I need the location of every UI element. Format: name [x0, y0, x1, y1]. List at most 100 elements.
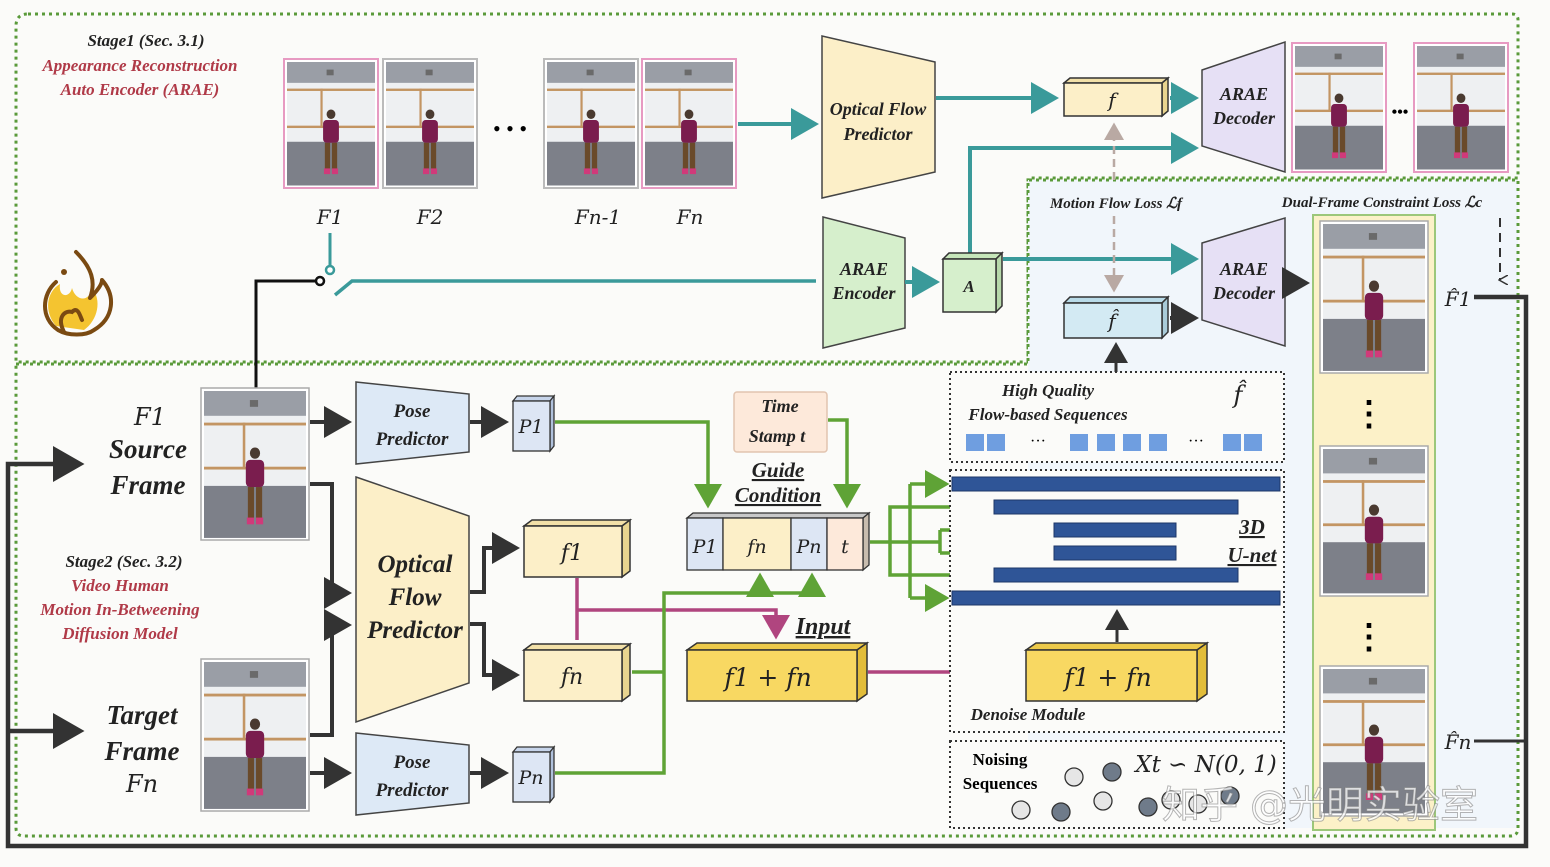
arae-decoder-bottom-label-1: ARAE — [1219, 259, 1268, 279]
pose-feature-pn-label: Pn — [517, 767, 543, 789]
arae-decoder-bottom — [1201, 216, 1286, 348]
source-index: F1 — [133, 403, 166, 431]
pose-predictor-bottom — [355, 732, 470, 816]
stage1-title: Stage1 (Sec. 3.1) — [87, 31, 204, 50]
stage2-ofp-label-2: Flow — [388, 584, 442, 611]
output-f1-hat: F̂1 — [1444, 287, 1472, 311]
frame-f1 — [283, 58, 379, 189]
time-stamp-box — [733, 391, 828, 453]
arae-encoder-label-1: ARAE — [839, 259, 888, 279]
source-label-2: Frame — [109, 470, 185, 500]
guide-cell-p1: P1 — [692, 536, 718, 558]
arae-encoder — [822, 216, 906, 349]
stage2-title: Stage2 (Sec. 3.2) — [65, 552, 182, 571]
pose-predictor-bottom-label-2: Predictor — [375, 780, 449, 801]
arae-decoder-top-label-1: ARAE — [1219, 84, 1268, 104]
stage1-subtitle-1: Appearance Reconstruction — [41, 56, 237, 75]
stage2-subtitle-3: Diffusion Model — [61, 624, 178, 643]
hq-ellipsis-2: ··· — [1188, 433, 1204, 450]
unet-label-2: U-net — [1228, 543, 1278, 567]
fire-icon — [43, 250, 114, 337]
frames-ellipsis: • • • — [493, 116, 527, 141]
noise-samples — [1011, 762, 1240, 822]
guide-cell-pn: Pn — [795, 536, 821, 558]
stage2-ofp-label-3: Predictor — [366, 617, 463, 644]
stage2-region-border — [14, 178, 1520, 838]
output-ellipsis-2: ⋮ — [1352, 619, 1386, 656]
input-sum-label: f1 + fn — [722, 663, 811, 692]
hq-title-2: Flow-based Sequences — [967, 405, 1128, 424]
target-frame-image — [200, 658, 310, 812]
arae-encoder-label-2: Encoder — [832, 283, 897, 303]
noise-formula: Xt ∽ N(0, 1) — [1133, 752, 1276, 778]
dual-frame-loss-label: Dual-Frame Constraint Loss ℒc — [1281, 195, 1483, 211]
hq-flow-blocks — [966, 434, 1262, 451]
watermark: 知乎 @光明实验室 — [1162, 783, 1478, 827]
stage2-subtitle-1: Video Human — [71, 576, 169, 595]
stage1-ofp-label-1: Optical Flow — [830, 99, 927, 119]
time-stamp-label-1: Time — [761, 396, 798, 416]
appearance-feature-label: A — [962, 277, 974, 296]
guide-condition-label-2: Condition — [735, 483, 821, 507]
reconstructed-ellipsis: ••• — [1392, 104, 1409, 121]
input-sum-block — [684, 641, 870, 703]
switch-contact-bottom — [314, 275, 326, 287]
noising-label-2: Sequences — [963, 774, 1038, 793]
output-frame-last — [1319, 665, 1429, 817]
denoise-sum-block — [1023, 641, 1210, 703]
label-fn-1: Fn-1 — [574, 205, 621, 229]
frame-fn-1 — [543, 58, 639, 189]
pose-feature-p1-label: P1 — [518, 416, 544, 438]
denoise-module-label: Denoise Module — [970, 705, 1086, 724]
output-frame-first — [1319, 220, 1429, 374]
stage1-optical-flow-predictor — [821, 35, 936, 199]
source-frame-image — [200, 387, 310, 541]
target-label-2: Frame — [103, 736, 179, 766]
pose-feature-pn — [511, 745, 556, 804]
target-label-1: Target — [106, 700, 179, 730]
flow-feature-f1 — [521, 518, 633, 579]
target-index: Fn — [125, 770, 158, 798]
stage1-ofp-label-2: Predictor — [843, 124, 914, 144]
arae-decoder-bottom-label-2: Decoder — [1212, 283, 1276, 303]
pose-predictor-top-label-1: Pose — [393, 401, 432, 422]
label-f1: F1 — [316, 205, 344, 229]
flow-feature-fn — [521, 642, 633, 703]
label-f2: F2 — [416, 205, 444, 229]
output-ellipsis-1: ⋮ — [1352, 396, 1386, 433]
predicted-flow-f-hat — [1062, 295, 1170, 340]
pose-predictor-top — [355, 381, 470, 465]
flow-feature-f — [1061, 76, 1171, 118]
time-stamp-label-2: Stamp t — [749, 426, 807, 446]
arae-decoder-top — [1201, 40, 1286, 174]
output-fn-hat: F̂n — [1444, 730, 1472, 754]
frame-fn — [641, 58, 737, 189]
guide-condition-block — [685, 511, 871, 572]
label-fn: Fn — [676, 205, 704, 229]
pose-predictor-top-label-2: Predictor — [375, 429, 449, 450]
motion-flow-loss-label: Motion Flow Loss ℒf — [1049, 196, 1184, 212]
output-frame-middle — [1319, 445, 1429, 597]
switch-contact-top — [324, 264, 336, 276]
unet-bars — [951, 476, 1281, 606]
stage2-subtitle-2: Motion In-Betweening — [39, 600, 200, 619]
flow-feature-fn-label: fn — [559, 665, 583, 690]
arae-decoder-top-label-2: Decoder — [1212, 108, 1276, 128]
pose-feature-p1 — [511, 394, 556, 453]
source-label-1: Source — [109, 434, 187, 464]
pose-predictor-bottom-label-1: Pose — [393, 752, 432, 773]
reconstructed-frame-last — [1413, 42, 1509, 173]
stage1-subtitle-2: Auto Encoder (ARAE) — [60, 80, 220, 99]
hq-title-1: High Quality — [1001, 381, 1095, 400]
stage1-region-border — [14, 12, 1520, 364]
guide-cell-fn: fn — [745, 536, 766, 558]
flow-feature-f1-label: f1 — [559, 541, 583, 566]
hq-ellipsis-1: ··· — [1030, 433, 1046, 450]
noising-sequences-box — [949, 740, 1285, 829]
denoise-sum-label: f1 + fn — [1062, 663, 1151, 692]
input-label: Input — [795, 614, 852, 640]
guide-condition-label-1: Guide — [752, 458, 805, 482]
stage2-ofp-label-1: Optical — [378, 551, 453, 578]
reconstructed-frame-first — [1291, 42, 1387, 173]
